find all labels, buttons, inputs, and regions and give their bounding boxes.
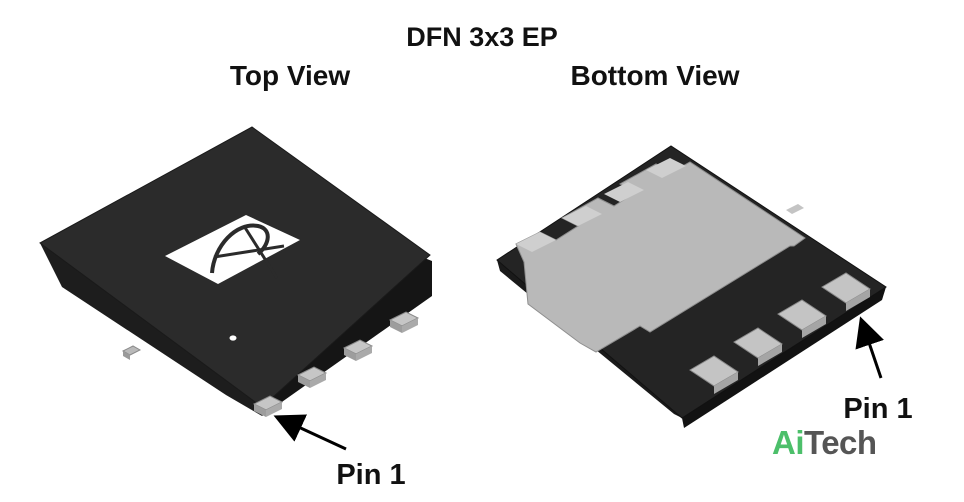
- bottom-view-pad: [733, 327, 783, 366]
- top-view-package: [39, 126, 432, 451]
- top-view-logo: [165, 215, 300, 284]
- top-view-front-pads: [252, 311, 420, 417]
- top-view-pad: [252, 395, 284, 417]
- bottom-view-pad: [604, 182, 644, 202]
- pin1-arrow-bottom-view: [855, 316, 884, 379]
- top-view-pad: [121, 345, 142, 356]
- aitech-watermark: AiTech: [772, 424, 877, 462]
- watermark-tech: Tech: [804, 424, 877, 461]
- bottom-view-pad: [689, 355, 739, 394]
- top-view-side-pads: [121, 345, 142, 360]
- top-view-label: Top View: [229, 60, 351, 91]
- bottom-view-pad: [562, 206, 602, 226]
- pin1-arrow-top-view: [273, 414, 347, 451]
- bottom-view-pad: [777, 299, 827, 338]
- logo-mark-stroke: [242, 225, 279, 279]
- top-view-body-side-left: [40, 243, 262, 416]
- logo-mark: [210, 223, 270, 274]
- top-view-pad: [342, 339, 374, 361]
- watermark-ai: Ai: [772, 424, 805, 461]
- top-view-pad: [123, 351, 130, 360]
- pin1-label-bottom-view: Pin 1: [843, 393, 913, 425]
- bottom-view-pad: [516, 232, 556, 252]
- bottom-view-body-side-right: [682, 287, 886, 428]
- pin1-dot: [229, 335, 237, 341]
- pin1-label-top-view: Pin 1: [336, 459, 406, 491]
- bottom-view-package: [496, 145, 887, 428]
- bottom-view-pad: [821, 272, 871, 311]
- bottom-view-front-pads: [689, 272, 871, 394]
- exposed-pad-tab: [786, 204, 804, 214]
- bottom-view-pad: [646, 158, 686, 178]
- top-view-pad: [388, 311, 420, 333]
- diagram-title: DFN 3x3 EP: [406, 22, 558, 52]
- bottom-view-top-pads: [516, 158, 686, 252]
- top-view-pad: [296, 366, 328, 388]
- bottom-view-label: Bottom View: [570, 60, 740, 91]
- logo-mark-bar: [213, 244, 285, 259]
